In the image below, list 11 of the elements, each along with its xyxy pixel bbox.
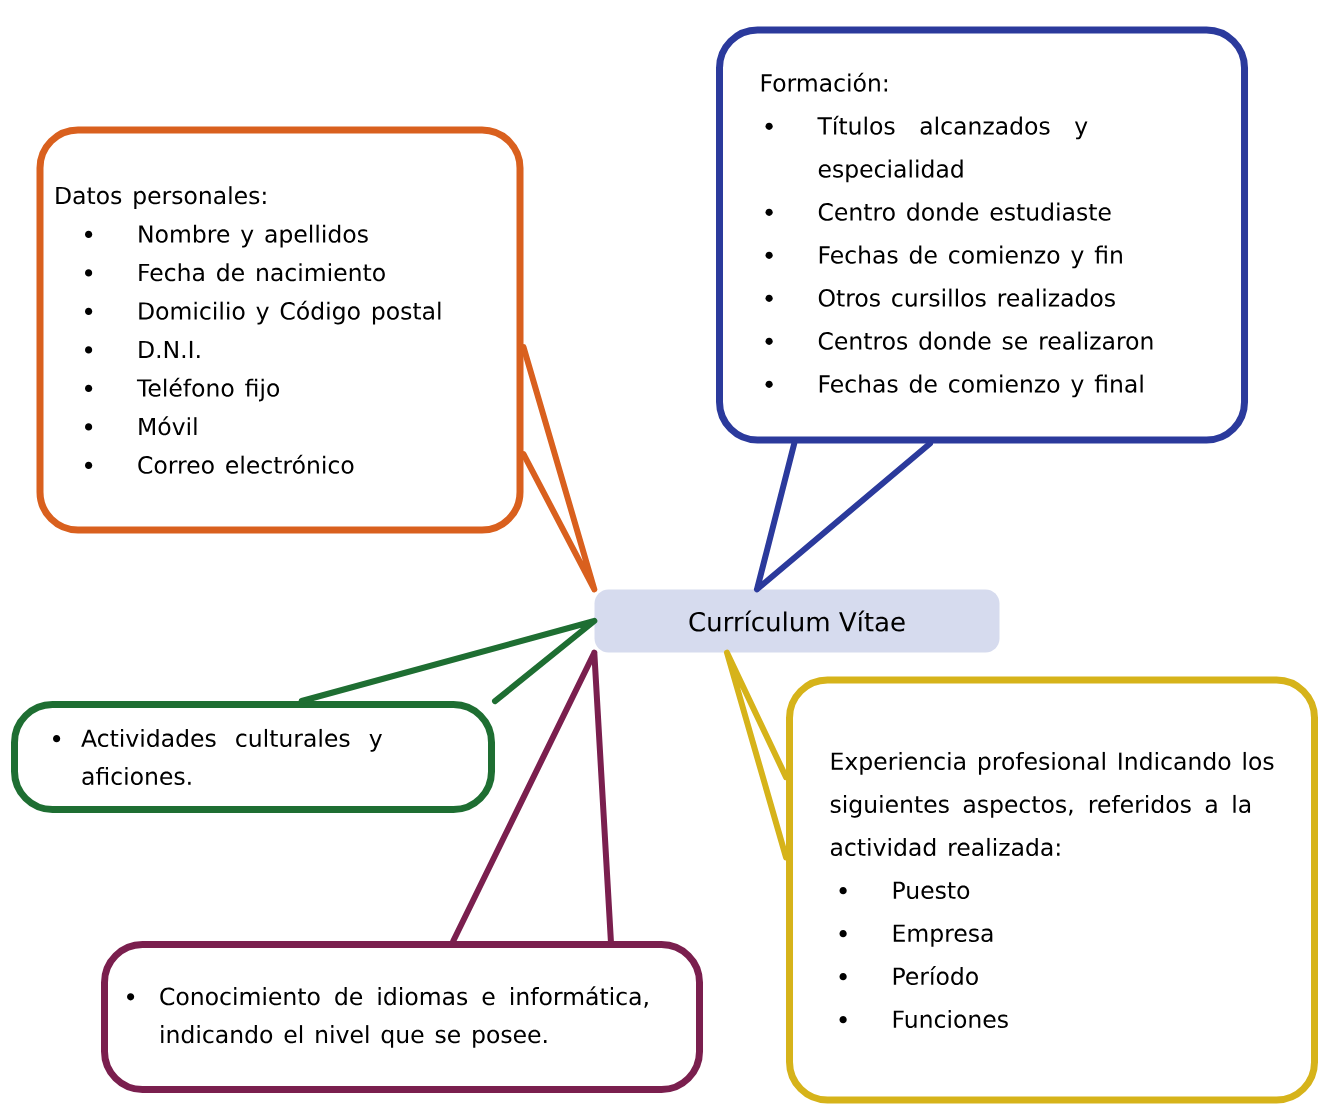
bubble-tail — [724, 649, 789, 861]
speech-bubble: Formación: Títulos alcanzados y especialidad Centro donde estudiaste Fechas de comienzo y fin Otros cursillos realizados Centros donde se realizaron Fechas de comienzo y final — [716, 26, 1248, 444]
speech-bubble: Conocimiento de idiomas e informática, indicando el nivel que se posee. — [101, 941, 703, 1093]
bubble-tail — [298, 618, 598, 705]
bubble-tail — [754, 440, 934, 593]
title-box: Currículum Vítae — [594, 589, 1000, 653]
speech-bubble: Datos personales: Nombre y apellidos Fecha de nacimiento Domicilio y Código postal D.N.I. Teléfono fijo Móvil Correo electrónico — [36, 126, 524, 534]
speech-bubble: Actividades culturales y aficiones. — [11, 701, 495, 813]
speech-bubble: Experiencia profesional Indicando los siguientes aspectos, referidos a la actividad realizada: Puesto Empresa Período Funciones — [786, 676, 1318, 1104]
bubble-tail — [450, 649, 614, 944]
bubble-tail — [520, 344, 598, 593]
